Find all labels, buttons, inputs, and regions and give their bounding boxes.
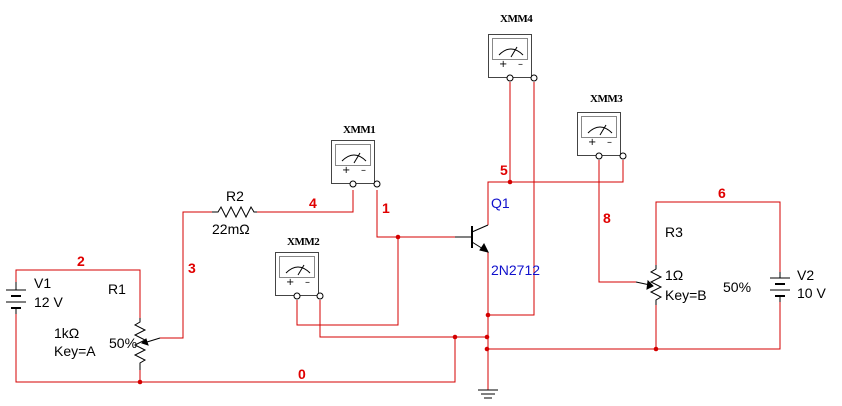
net-label-1: 1: [382, 200, 390, 216]
junctions: [137, 179, 659, 385]
r3-percent: 50%: [723, 279, 752, 295]
junction-dot: [507, 179, 513, 185]
minus-terminal-label: –: [361, 165, 366, 176]
junction-dot: [452, 334, 458, 340]
meter-display: [581, 116, 617, 138]
minus-terminal-label: –: [305, 277, 310, 288]
meter-needle-icon: [285, 264, 311, 276]
meter-needle-icon: [341, 152, 367, 164]
wire-xmm2-plus: [296, 237, 399, 326]
r1-value: 1kΩ: [54, 325, 80, 341]
wire-net-6: [655, 201, 781, 272]
v1-value: 12 V: [34, 294, 63, 310]
wire-net-3: [160, 211, 212, 339]
junction-dot: [137, 379, 143, 385]
wire-xmm2-minus: [319, 300, 455, 338]
net-label-8: 8: [603, 210, 611, 226]
r1-key: Key=A: [54, 343, 96, 359]
r2-value: 22mΩ: [212, 221, 250, 237]
wire-net-5-a: [487, 82, 511, 225]
minus-terminal-label: –: [607, 137, 612, 148]
wire-net-5-b: [510, 160, 624, 183]
xmm3-label: XMM3: [590, 93, 623, 105]
net-label-6: 6: [718, 185, 726, 201]
minus-terminal-label: –: [518, 59, 523, 70]
q1-name: Q1: [491, 195, 510, 211]
meter-display: [279, 256, 315, 278]
wire-net-8: [598, 160, 636, 283]
v2-value: 10 V: [797, 285, 826, 301]
q1-model: 2N2712: [491, 262, 541, 278]
junction-dot: [484, 334, 490, 340]
r3-key: Key=B: [665, 287, 707, 303]
meter-needle-icon: [587, 124, 613, 136]
multimeter-xmm1[interactable]: + –: [331, 140, 375, 184]
meter-display: [335, 144, 371, 166]
plus-terminal-label: +: [286, 277, 295, 288]
wire-net-1: [376, 190, 455, 238]
resistor-r2-symbol[interactable]: [212, 205, 257, 219]
net-label-3: 3: [188, 260, 196, 276]
multimeter-xmm3[interactable]: + –: [577, 112, 621, 156]
wires: [15, 82, 781, 390]
xmm2-label: XMM2: [287, 236, 320, 248]
junction-dot: [395, 234, 401, 240]
wire-net-4: [257, 190, 354, 213]
r2-name: R2: [226, 188, 244, 204]
net-label-5: 5: [500, 162, 508, 178]
r3-value: 1Ω: [665, 267, 684, 283]
multimeter-xmm4[interactable]: + –: [488, 34, 532, 78]
meter-needle-icon: [498, 46, 524, 58]
junction-dot: [653, 346, 659, 352]
plus-terminal-label: +: [499, 59, 508, 70]
ground-symbol: [478, 389, 498, 399]
potentiometer-r3-symbol[interactable]: [635, 265, 663, 305]
junction-dot: [484, 346, 490, 352]
xmm4-label: XMM4: [500, 13, 533, 25]
multimeter-xmm2[interactable]: + –: [275, 252, 319, 296]
plus-terminal-label: +: [342, 165, 351, 176]
wire-v2-minus: [487, 302, 781, 350]
wire-xmm4-minus: [488, 82, 535, 316]
junction-dot: [485, 312, 491, 318]
v1-name: V1: [34, 275, 52, 291]
net-label-4: 4: [309, 195, 317, 211]
transistor-q1-symbol[interactable]: [455, 224, 489, 253]
net-label-2: 2: [77, 253, 85, 269]
net-label-0: 0: [298, 366, 306, 382]
potentiometer-r1-symbol[interactable]: [133, 318, 161, 370]
r1-name: R1: [108, 281, 126, 297]
wire-net-2: [15, 269, 141, 318]
meter-display: [492, 38, 528, 60]
r3-name: R3: [665, 224, 683, 240]
plus-terminal-label: +: [588, 137, 597, 148]
v2-name: V2: [797, 267, 815, 283]
wire-net-0-a: [15, 314, 487, 383]
battery-v2-symbol[interactable]: [770, 272, 790, 302]
battery-v1-symbol[interactable]: [6, 282, 26, 314]
r1-percent: 50%: [109, 335, 138, 351]
xmm1-label: XMM1: [343, 124, 376, 136]
